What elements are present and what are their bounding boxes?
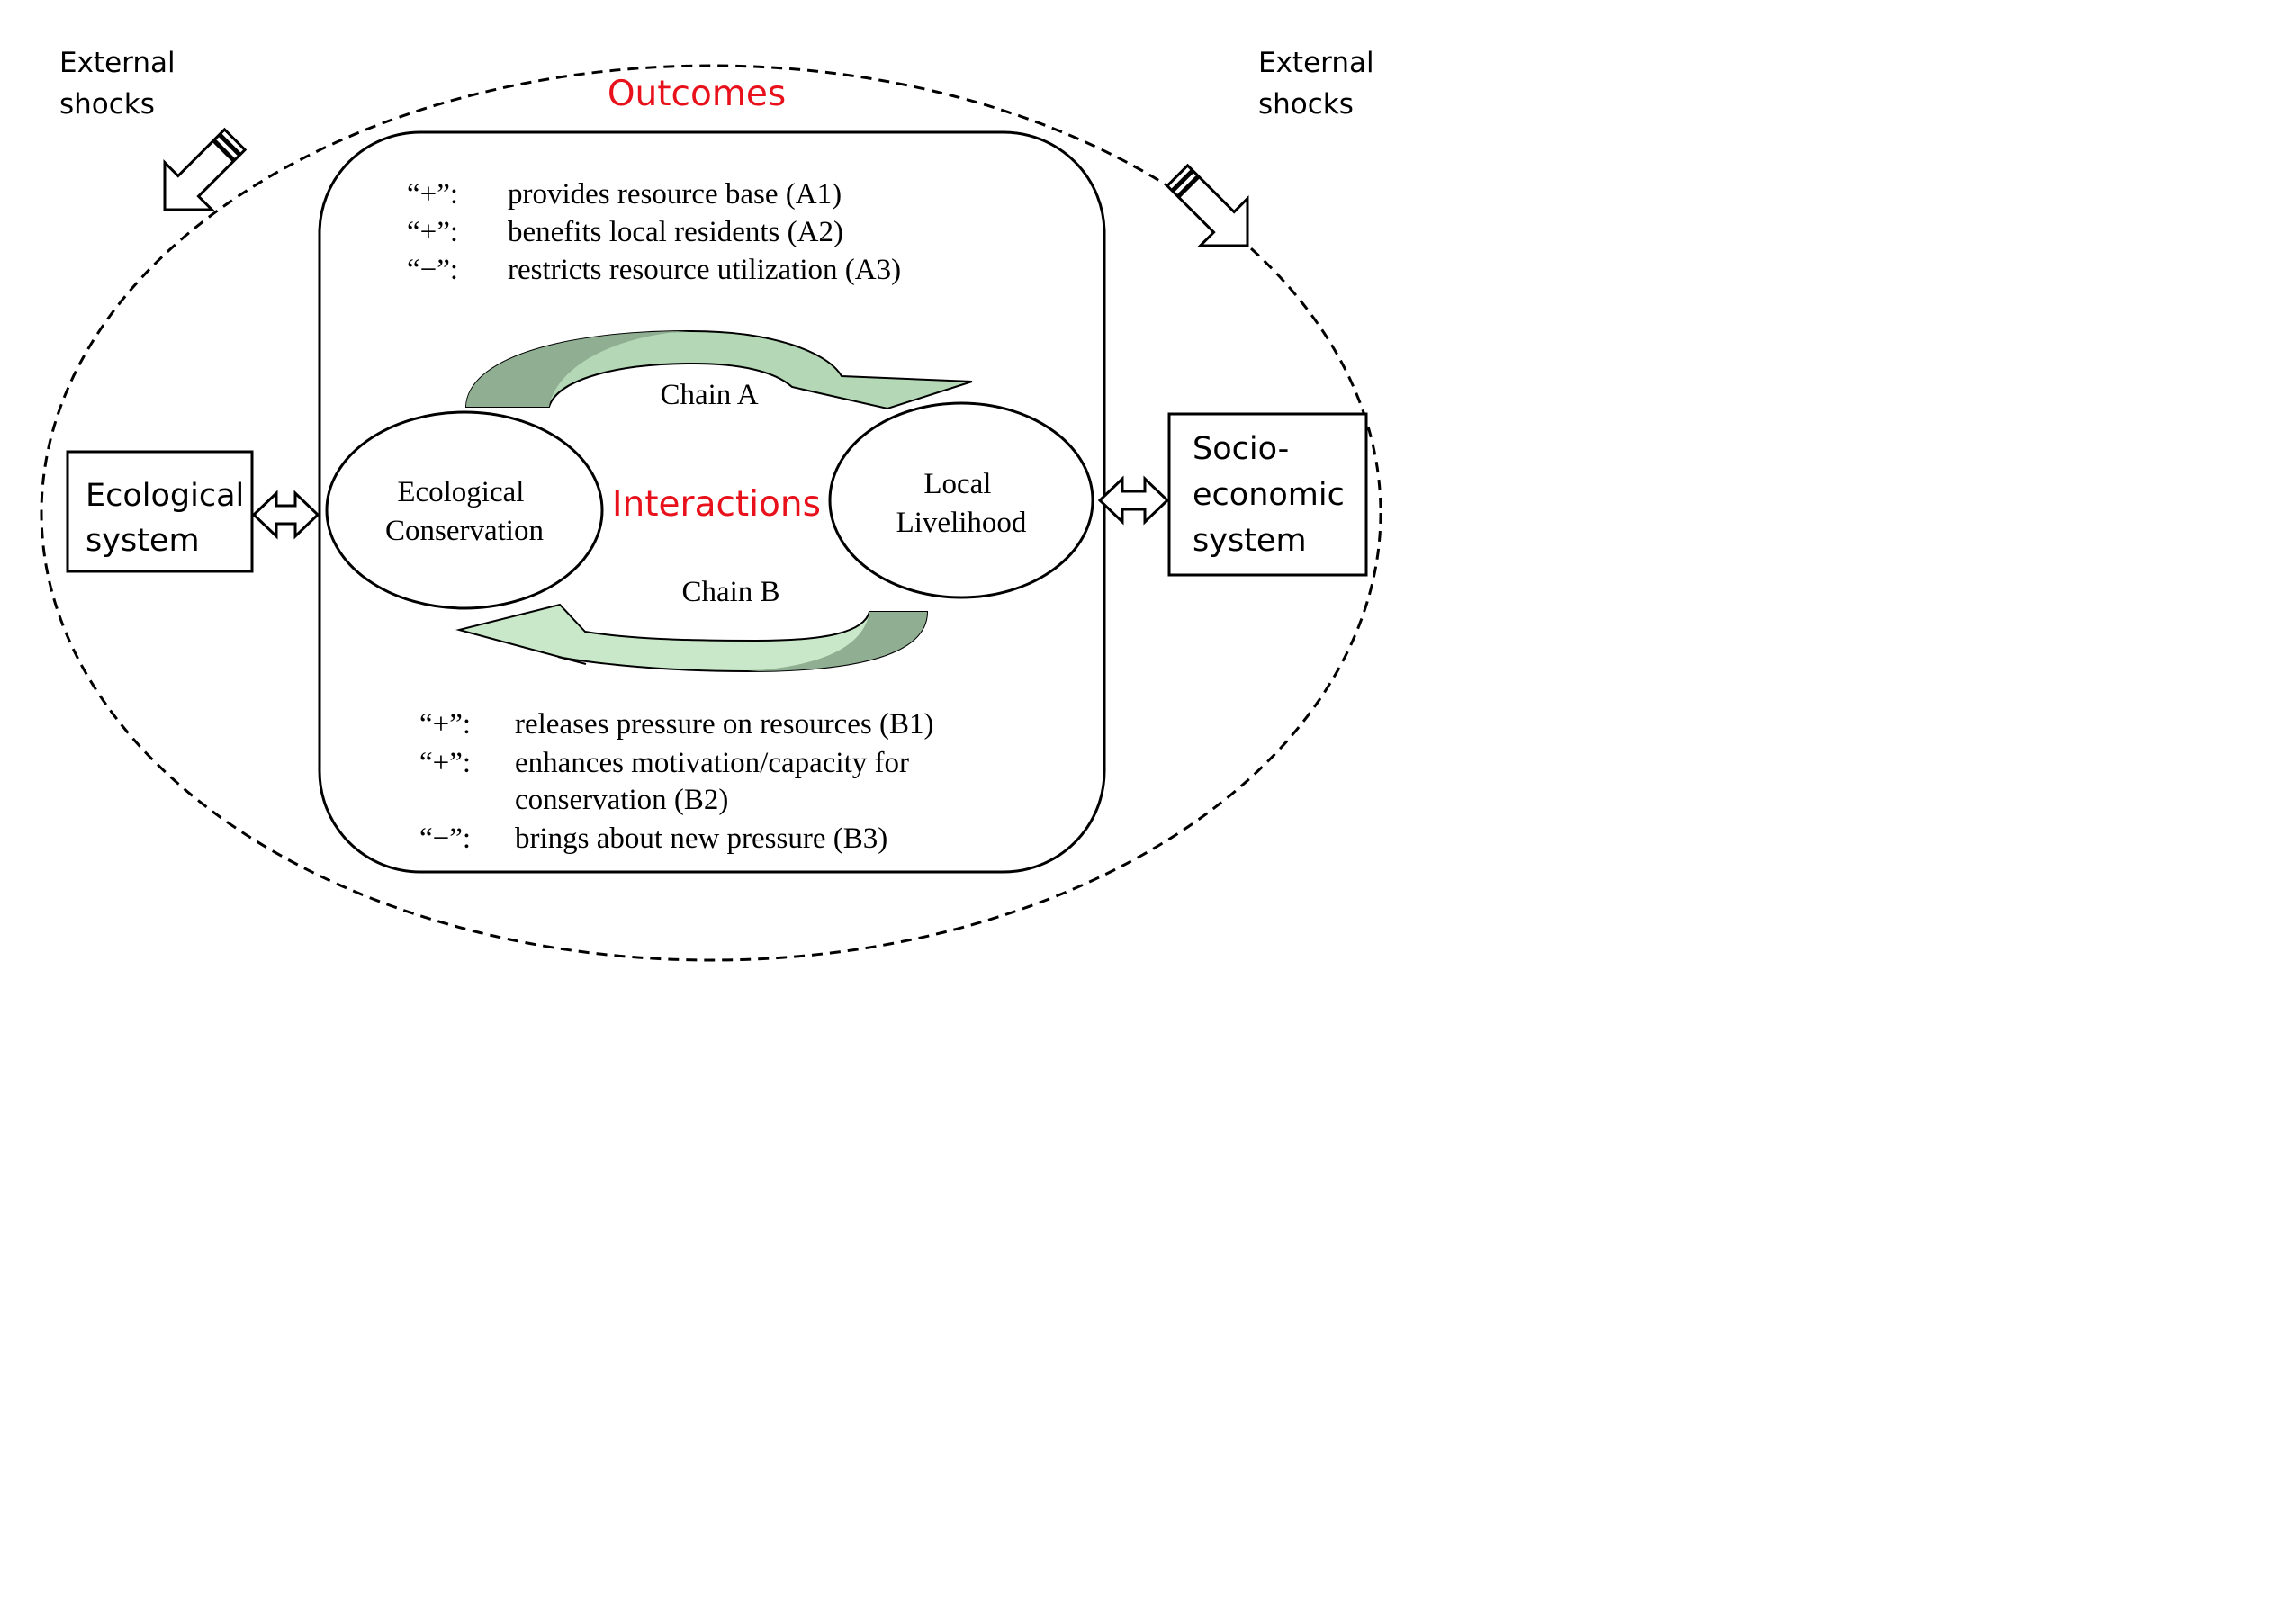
chain-b-label: Chain B [681,576,779,608]
shock-arrow-icon [163,127,248,211]
local-livelihood-label: Local Livelihood [896,468,1027,539]
effect-text: benefits local residents (A2) [508,216,843,248]
effect-text: brings about new pressure (B3) [515,822,887,855]
interactions-label: Interactions [612,484,821,525]
effect-text: restricts resource utilization (A3) [508,254,901,286]
ecological-conservation-label: Ecological Conservation [385,476,544,547]
double-arrow-icon [251,490,320,540]
effect-sign: “−”: [407,254,458,286]
shock-arrow-icon [1165,163,1249,247]
double-arrow-icon [1097,475,1170,526]
chain-b-cycle-arrow-icon [455,603,929,673]
external-shocks-left-label: External shocks [59,47,184,121]
socioeconomic-system-label: Socio- economic system [1193,431,1355,559]
effect-text: enhances motivation/capacity for [515,747,909,779]
effect-sign: “−”: [419,822,471,855]
ecological-system-box [66,450,254,573]
chain-a-effects-list: “+”: provides resource base (A1) “+”: be… [407,178,901,286]
effect-sign: “+”: [419,708,471,741]
effect-text-continued: conservation (B2) [515,784,728,816]
chain-a-cycle-arrow-icon [464,329,973,410]
chain-a-label: Chain A [660,379,758,411]
external-shocks-right-label: External shocks [1258,47,1382,121]
chain-b-effects-list: “+”: releases pressure on resources (B1)… [419,708,933,855]
socioeconomic-system-box [1167,412,1368,577]
local-livelihood-node [828,401,1094,599]
effect-text: provides resource base (A1) [508,178,842,211]
effect-sign: “+”: [419,747,471,779]
effect-text: releases pressure on resources (B1) [515,708,933,741]
effect-sign: “+”: [407,178,458,211]
effect-sign: “+”: [407,216,458,248]
interaction-diagram: External shocks External shocks Outcomes… [40,47,1382,962]
ecological-system-label: Ecological system [86,478,254,559]
outcomes-label: Outcomes [608,74,786,114]
ecological-conservation-node [325,410,604,610]
outer-boundary-ellipse [40,64,1382,962]
